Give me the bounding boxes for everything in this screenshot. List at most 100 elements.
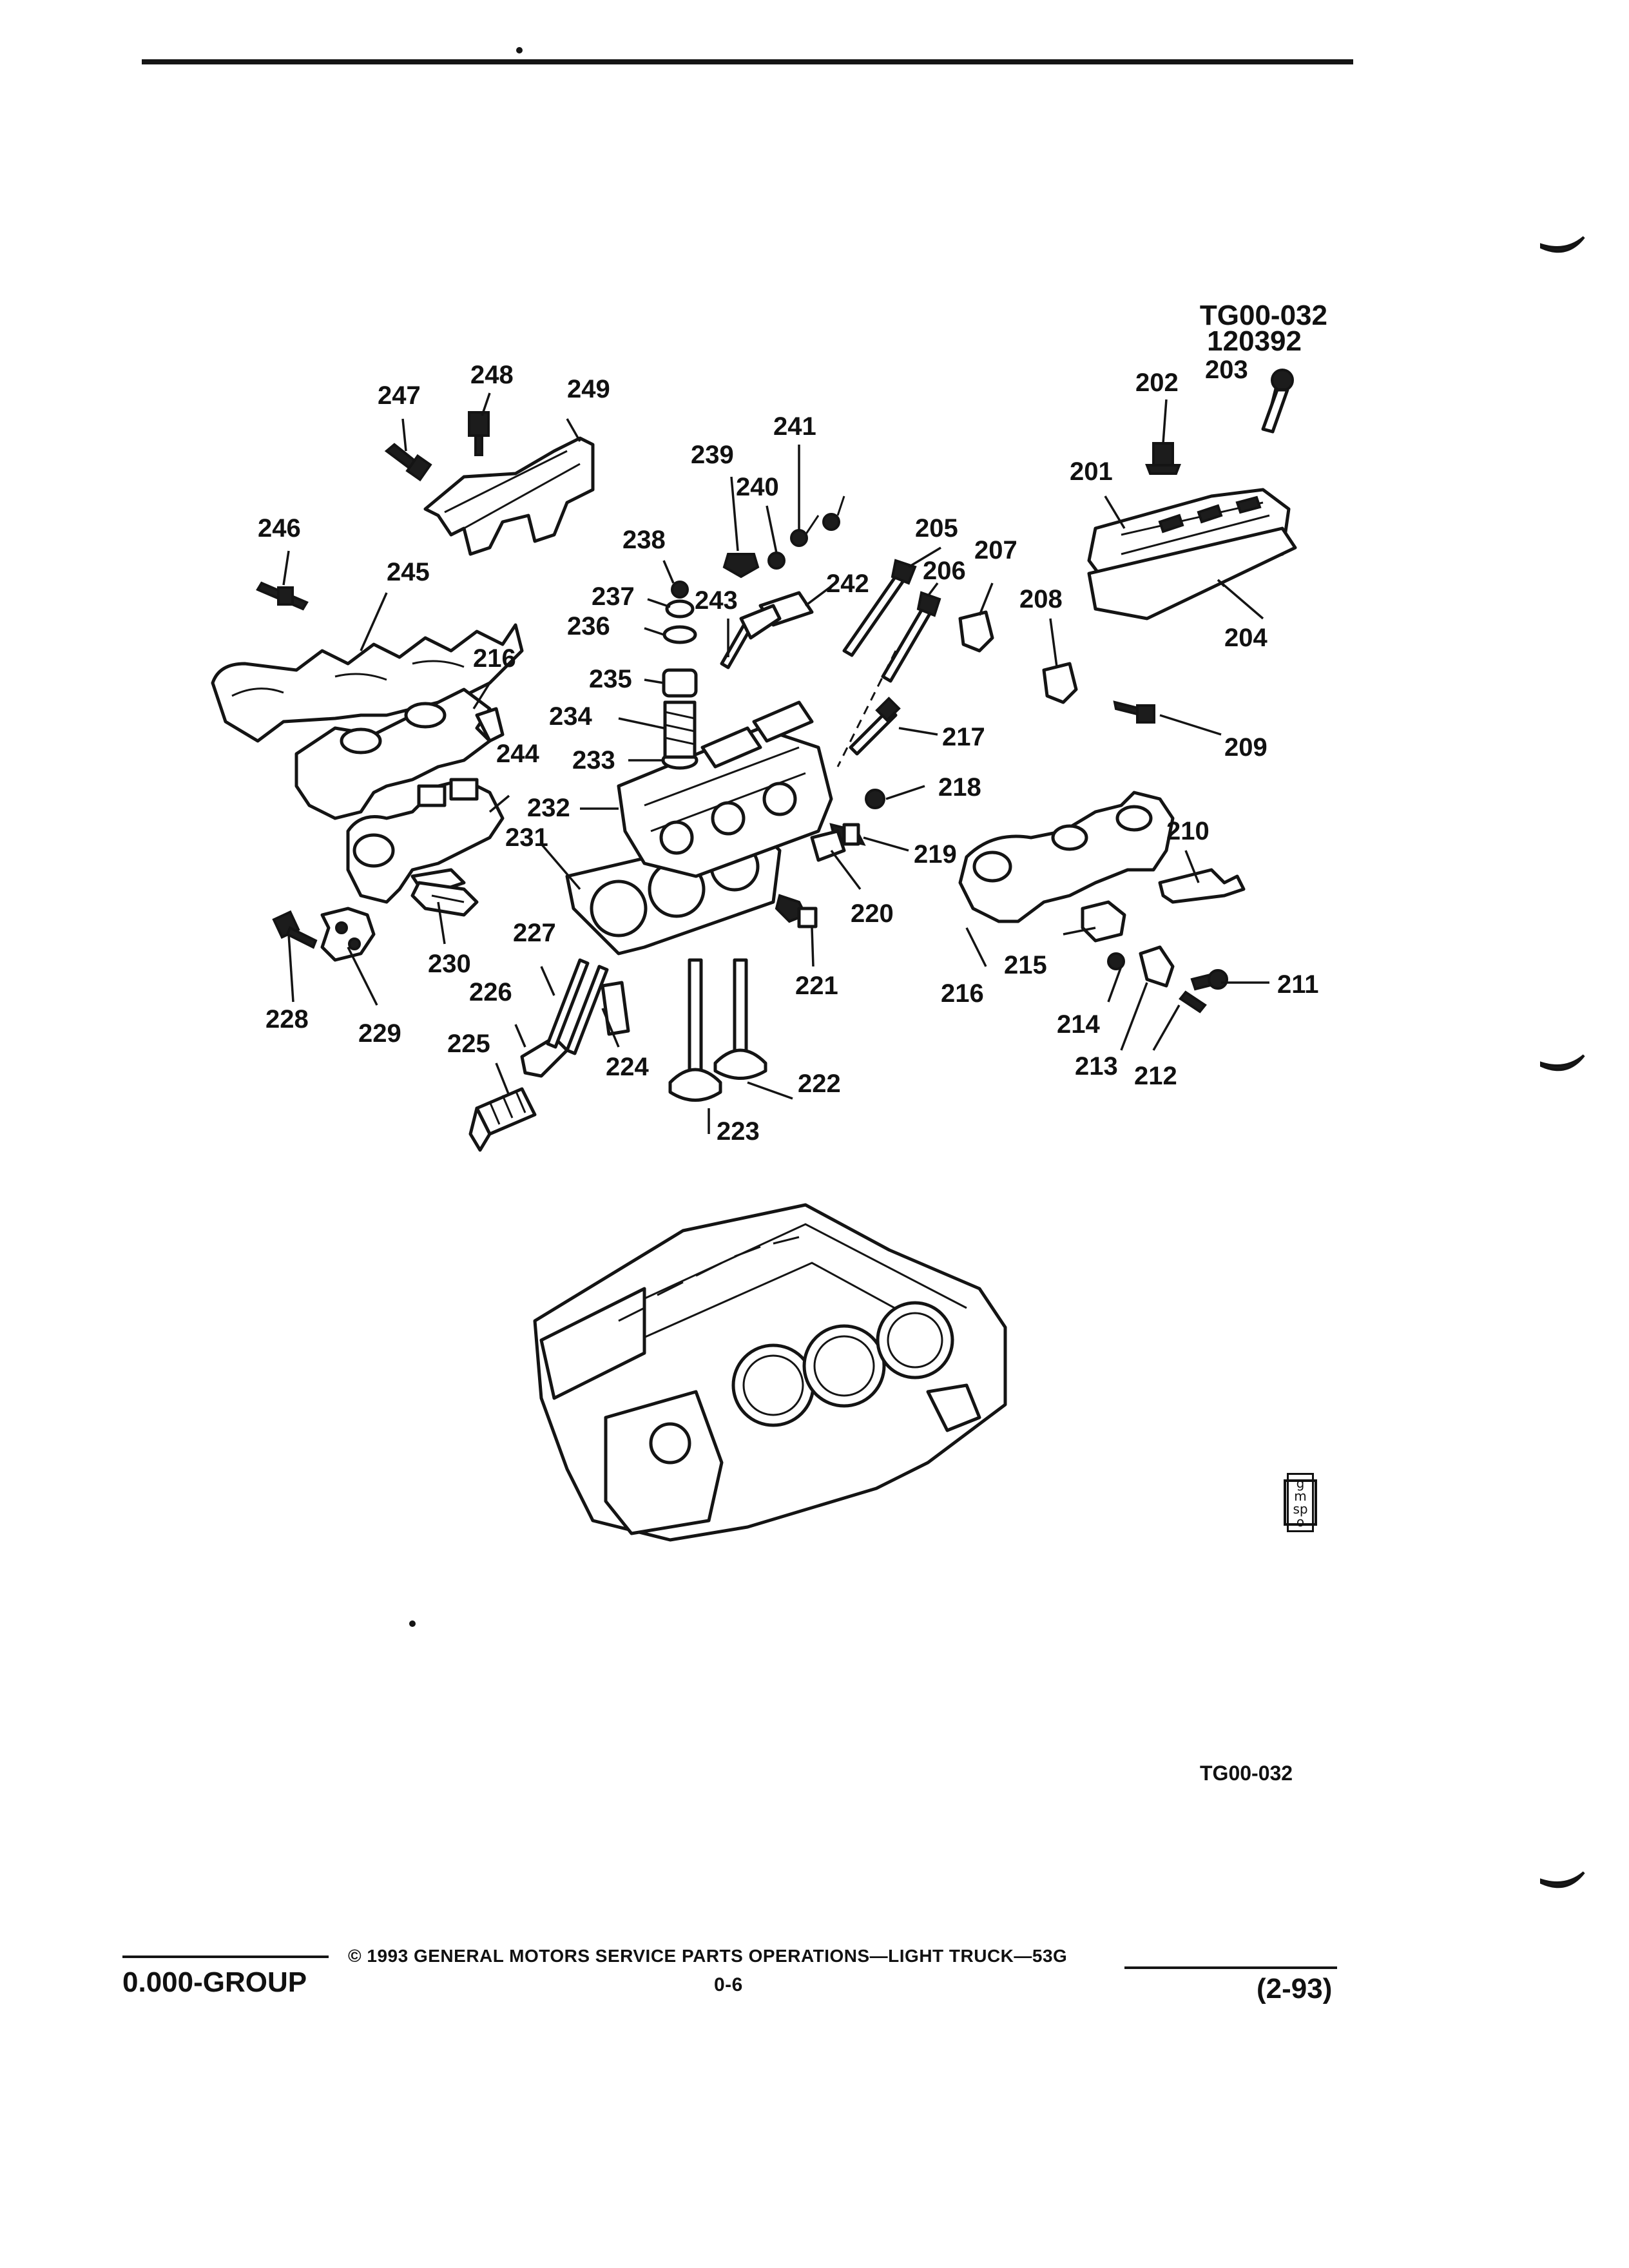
part-240-241-studs — [767, 495, 845, 570]
callout-238: 238 — [622, 526, 666, 554]
callout-219: 219 — [914, 840, 957, 869]
part-248-bolt — [468, 411, 490, 456]
part-249-bracket — [423, 436, 595, 556]
part-209-bolt — [1113, 700, 1155, 724]
callout-216-left: 216 — [473, 644, 516, 673]
callout-211: 211 — [1277, 970, 1319, 999]
bottom-figure-code: TG00-032 — [1200, 1762, 1293, 1785]
callout-210: 210 — [1166, 817, 1210, 845]
part-224-guide — [601, 981, 630, 1036]
callout-225: 225 — [447, 1030, 490, 1058]
callout-228: 228 — [265, 1005, 309, 1033]
callout-247: 247 — [378, 381, 421, 410]
callout-218: 218 — [938, 773, 981, 802]
footer-rule-left — [122, 1956, 329, 1958]
part-246-stud — [256, 581, 309, 611]
callout-239: 239 — [691, 441, 734, 469]
callout-237: 237 — [592, 582, 635, 611]
callout-201: 201 — [1070, 457, 1113, 486]
part-205-bolt — [842, 559, 917, 657]
callout-230: 230 — [428, 950, 471, 978]
top-rule — [142, 59, 1353, 64]
part-206-bolt — [881, 591, 941, 683]
part-243-pin — [720, 604, 782, 669]
callout-209: 209 — [1224, 733, 1268, 762]
callout-222: 222 — [798, 1070, 841, 1098]
part-247-bolt — [384, 443, 432, 482]
callout-226: 226 — [469, 978, 512, 1006]
callout-242: 242 — [826, 570, 869, 598]
logo-text: gm spo — [1287, 1473, 1314, 1532]
callout-215: 215 — [1004, 951, 1047, 979]
part-222-valve — [713, 958, 767, 1080]
callout-240: 240 — [736, 473, 779, 501]
callout-244: 244 — [496, 740, 539, 768]
callout-249: 249 — [567, 375, 610, 403]
part-203-bolt — [1261, 369, 1294, 434]
part-217-bolt — [849, 697, 901, 756]
callout-246: 246 — [258, 514, 301, 543]
part-226-rocker — [520, 1035, 569, 1078]
part-221-sensor — [775, 894, 818, 928]
part-216-right-manifold — [958, 791, 1175, 923]
callout-203: 203 — [1205, 356, 1248, 384]
footer-group: 0.000-GROUP — [122, 1966, 307, 1998]
part-219-sensor — [829, 823, 866, 846]
part-230-clip — [410, 881, 479, 917]
callout-248: 248 — [470, 361, 514, 389]
part-225-lifter — [468, 1087, 537, 1152]
callout-208: 208 — [1019, 585, 1063, 613]
bolt-guide-line — [836, 650, 897, 767]
footer-copyright: © 1993 GENERAL MOTORS SERVICE PARTS OPER… — [348, 1946, 1068, 1966]
callout-229: 229 — [358, 1019, 401, 1048]
callout-243: 243 — [695, 586, 738, 615]
callout-212: 212 — [1134, 1062, 1177, 1090]
callout-216-right: 216 — [941, 979, 984, 1008]
engine-block — [533, 1203, 1007, 1542]
footer-date: (2-93) — [1257, 1973, 1333, 2004]
part-245-shield — [211, 623, 524, 743]
binding-mark-3 — [1540, 1871, 1585, 1888]
callout-224: 224 — [606, 1053, 649, 1081]
part-213-bracket — [1139, 945, 1175, 988]
callout-206: 206 — [923, 557, 966, 585]
part-214-nut — [1107, 952, 1125, 970]
callout-245: 245 — [387, 558, 430, 586]
callout-232: 232 — [527, 794, 570, 822]
callout-202: 202 — [1135, 369, 1179, 397]
binding-mark-2 — [1540, 1054, 1585, 1072]
part-233-238-springs — [661, 581, 699, 770]
callout-213: 213 — [1075, 1052, 1118, 1081]
callout-231: 231 — [505, 823, 548, 852]
callout-241: 241 — [773, 412, 816, 441]
figure-ref-code: TG00-032 — [1199, 300, 1327, 331]
part-220-plug — [810, 829, 846, 862]
callout-205: 205 — [915, 514, 958, 543]
part-207-clip — [958, 610, 994, 653]
part-216-left-manifold — [294, 687, 505, 820]
callout-220: 220 — [851, 899, 894, 928]
footer-rule-right — [1124, 1966, 1337, 1969]
part-208-bracket — [1042, 662, 1078, 704]
part-228-bolt — [272, 910, 318, 949]
part-215-shield — [1081, 900, 1126, 943]
part-212-bolt — [1179, 990, 1207, 1014]
figure-ref-date: 120392 — [1207, 325, 1302, 357]
callout-207: 207 — [974, 536, 1017, 564]
part-210-tube — [1158, 868, 1246, 904]
callout-235: 235 — [589, 665, 632, 693]
part-229-bracket — [320, 907, 376, 962]
callout-217: 217 — [942, 723, 985, 751]
callout-236: 236 — [567, 612, 610, 640]
callout-223: 223 — [717, 1117, 760, 1146]
part-223-valve — [668, 958, 722, 1102]
callout-221: 221 — [795, 972, 838, 1000]
part-211-bolt — [1190, 969, 1228, 991]
callout-227: 227 — [513, 919, 556, 947]
callout-233: 233 — [572, 746, 615, 774]
footer-page-number: 0-6 — [714, 1974, 743, 1995]
part-239-nut — [722, 553, 760, 579]
part-227-pushrods — [546, 958, 609, 1055]
part-202-breather — [1145, 442, 1181, 475]
